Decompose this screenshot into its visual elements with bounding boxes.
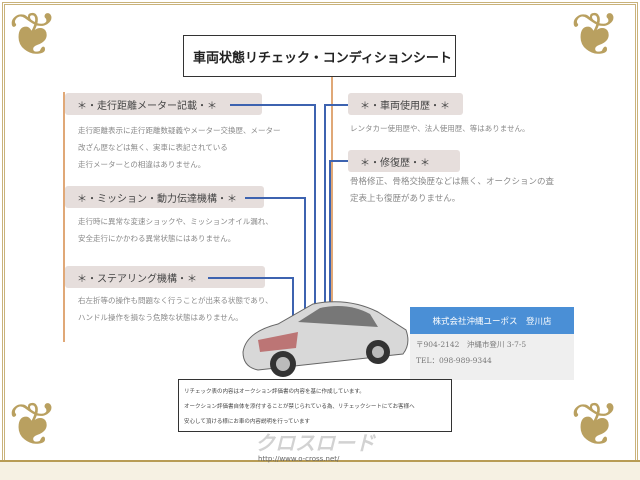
- desc-line: 定表上も復歴がありません。: [350, 194, 461, 204]
- desc-line: 骨格修正、骨格交換歴などは無く、オークションの査: [350, 177, 555, 187]
- connector-line: [314, 104, 316, 326]
- page-title: 車両状態リチェック・コンディションシート: [183, 35, 456, 77]
- connector-line: [304, 197, 306, 322]
- notice-line: 安心して頂ける様にお車の内容説明を行っています: [184, 419, 311, 425]
- connector-line: [230, 104, 315, 106]
- section-desc-transmission: 走行時に異常な変速ショックや、ミッションオイル漏れ、 安全走行にかかわる異常状態…: [78, 213, 273, 247]
- ornament-bottom-right-icon: ❦: [570, 390, 621, 460]
- shop-info: 〒904-2142 沖縄市登川 3-7-5 TEL：098-989-9344: [410, 334, 574, 380]
- desc-line: 走行距離表示に走行距離数疑義やメーター交換歴、メーター: [78, 126, 281, 135]
- notice-box: リチェック表の内容はオークション評価書の内容を基に作成しています。 オークション…: [178, 379, 452, 432]
- ornament-top-right-icon: ❦: [570, 0, 621, 70]
- notice-line: オークション評価書自体を添付することが禁じられている為、リチェックシートにてお客…: [184, 404, 415, 410]
- section-label-steering: ＊・ステアリング機構・＊: [65, 266, 265, 288]
- connector-line: [324, 104, 326, 326]
- notice-line: リチェック表の内容はオークション評価書の内容を基に作成しています。: [184, 389, 365, 395]
- section-label-odometer: ＊・走行距離メーター記載・＊: [65, 93, 262, 115]
- bottom-band: [0, 460, 640, 480]
- connector-line: [292, 277, 294, 319]
- shop-address: 〒904-2142 沖縄市登川 3-7-5: [416, 340, 527, 349]
- connector-line: [329, 160, 348, 162]
- desc-line: 安全走行にかかわる異常状態にはありません。: [78, 234, 236, 243]
- section-desc-steering: 右左折等の操作も問題なく行うことが出来る状態であり、 ハンドル操作を損なう危険な…: [78, 292, 273, 326]
- left-divider: [63, 92, 65, 342]
- car-cutaway-image: [242, 301, 409, 377]
- desc-line: レンタカー使用歴や、法人使用歴、等はありません。: [350, 124, 530, 133]
- ornament-top-left-icon: ❦: [8, 0, 59, 70]
- connector-line: [208, 277, 293, 279]
- section-label-transmission: ＊・ミッション・動力伝達機構・＊: [65, 186, 264, 208]
- watermark-logo: クロスロード: [255, 431, 375, 455]
- desc-line: 改ざん歴などは無く、実車に表記されている: [78, 143, 228, 152]
- section-desc-repair-history: 骨格修正、骨格交換歴などは無く、オークションの査 定表上も復歴がありません。: [350, 174, 554, 208]
- shop-tel: TEL：098-989-9344: [416, 356, 492, 365]
- section-desc-odometer: 走行距離表示に走行距離数疑義やメーター交換歴、メーター 改ざん歴などは無く、実車…: [78, 122, 281, 173]
- connector-line: [245, 197, 305, 199]
- desc-line: ハンドル操作を損なう危険な状態はありません。: [78, 313, 243, 322]
- section-desc-usage-history: レンタカー使用歴や、法人使用歴、等はありません。: [350, 120, 530, 137]
- center-divider: [331, 77, 333, 332]
- section-label-repair-history: ＊・修復歴・＊: [348, 150, 460, 172]
- connector-line: [329, 160, 331, 325]
- ornament-bottom-left-icon: ❦: [8, 390, 59, 460]
- desc-line: 走行時に異常な変速ショックや、ミッションオイル漏れ、: [78, 217, 273, 226]
- connector-line: [324, 104, 348, 106]
- section-label-usage-history: ＊・車両使用歴・＊: [348, 93, 463, 115]
- desc-line: 右左折等の操作も問題なく行うことが出来る状態であり、: [78, 296, 273, 305]
- watermark-url: http://www.o-cross.net/: [258, 455, 340, 463]
- shop-name: 株式会社沖縄ユーポス 登川店: [410, 307, 574, 334]
- desc-line: 走行メーターとの相違はありません。: [78, 160, 206, 169]
